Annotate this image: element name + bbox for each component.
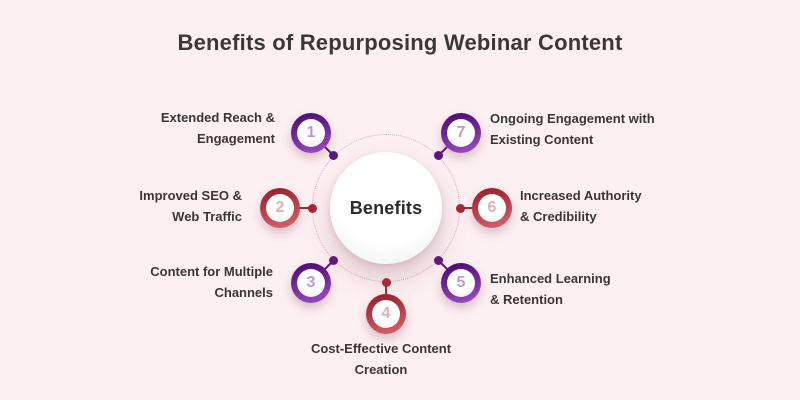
benefit-label-2: Improved SEO & Web Traffic (139, 188, 242, 224)
center-label: Benefits (349, 197, 423, 218)
benefit-node-1: 1 (291, 113, 331, 153)
benefit-label-1: Extended Reach & Engagement (160, 110, 275, 146)
benefit-node-3: 3 (291, 263, 331, 303)
connector-dot-4 (381, 277, 391, 287)
benefit-label-6: Increased Authority & Credibility (520, 188, 642, 224)
benefit-number-7: 7 (456, 124, 466, 141)
benefit-label-7: Ongoing Engagement with Existing Content (490, 111, 655, 147)
connector-dot-7 (433, 151, 443, 161)
benefit-label-3: Content for Multiple Channels (150, 264, 273, 300)
center-circle: Benefits (330, 152, 442, 264)
benefit-node-2: 2 (260, 188, 300, 228)
benefit-number-6: 6 (487, 199, 497, 216)
benefit-label-4: Cost-Effective Content Creation (310, 341, 452, 377)
benefit-node-5: 5 (441, 263, 481, 303)
connector-dot-2 (307, 203, 317, 213)
connector-dot-5 (433, 255, 443, 265)
benefit-number-3: 3 (306, 274, 316, 291)
page-title: Benefits of Repurposing Webinar Content (177, 30, 623, 55)
connector-dot-1 (329, 151, 339, 161)
benefit-number-2: 2 (275, 199, 285, 216)
benefit-number-4: 4 (381, 305, 391, 322)
benefit-node-6: 6 (472, 188, 512, 228)
benefit-node-4: 4 (366, 294, 406, 334)
benefit-number-1: 1 (306, 124, 316, 141)
connector-dot-6 (455, 203, 465, 213)
connector-dot-3 (329, 255, 339, 265)
benefit-number-5: 5 (456, 274, 466, 291)
benefit-node-7: 7 (441, 113, 481, 153)
benefit-label-5: Enhanced Learning & Retention (490, 271, 611, 307)
